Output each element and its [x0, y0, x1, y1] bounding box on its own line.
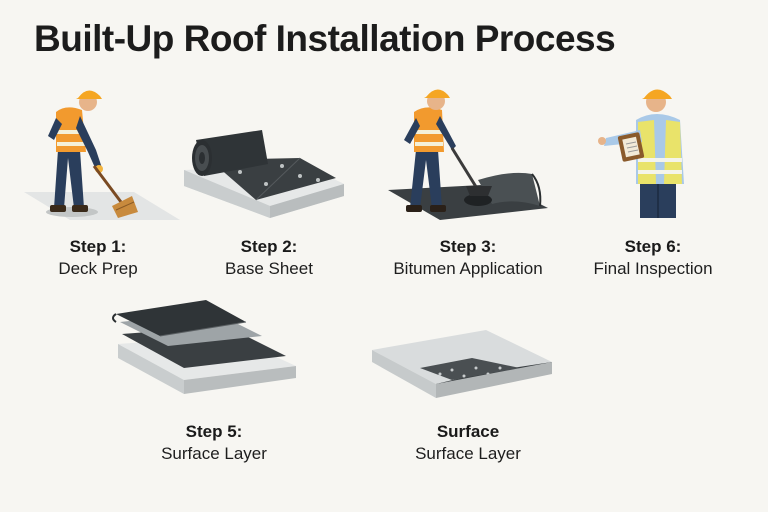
step-name: Final Inspection — [593, 259, 713, 279]
step-caption: Step 5: Surface Layer — [144, 422, 284, 465]
step-caption: Surface Surface Layer — [398, 422, 538, 465]
page-title: Built-Up Roof Installation Process — [34, 18, 616, 59]
step-caption: Step 2: Base Sheet — [214, 237, 324, 280]
step-number: Step 5: — [185, 422, 243, 441]
step-name: Surface Layer — [415, 444, 521, 464]
step-number: Step 3: — [439, 237, 497, 256]
step-name: Bitumen Application — [393, 259, 543, 279]
step-number: Step 1: — [69, 237, 127, 256]
step-name: Surface Layer — [161, 444, 267, 464]
step-name: Deck Prep — [58, 259, 138, 279]
step-number: Surface — [436, 422, 500, 441]
step-number: Step 2: — [240, 237, 298, 256]
step-name: Base Sheet — [225, 259, 313, 279]
step-caption: Step 6: Final Inspection — [578, 237, 728, 280]
step-caption: Step 1: Deck Prep — [48, 237, 148, 280]
step-caption: Step 3: Bitumen Application — [378, 237, 558, 280]
step-number: Step 6: — [624, 237, 682, 256]
